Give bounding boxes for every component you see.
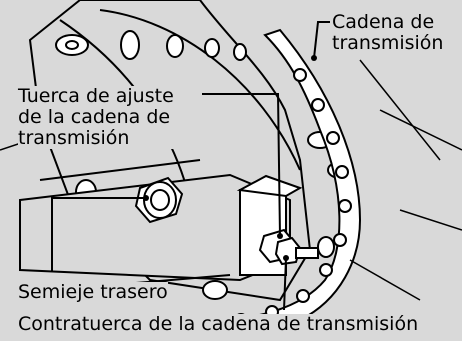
adjusting-nut-label-line-1: Tuerca de ajuste [18,85,174,107]
adjusting-nut-label: Tuerca de ajuste de la cadena de transmi… [18,86,174,149]
adjuster-nuts [258,228,319,266]
leader-lines [51,21,330,311]
rear-axle-label: Semieje trasero [18,281,168,303]
lock-nut-label: Contratuerca de la cadena de transmisión [18,313,419,335]
leader-dots [143,55,317,261]
drive-chain-label-line-2: transmisión [332,32,444,54]
axle-nut [134,176,184,224]
adjusting-nut-label-line-3: transmisión [18,127,130,149]
drive-chain-label-line-1: Cadena de [332,11,435,33]
drive-chain-label: Cadena de transmisión [332,11,444,54]
adjusting-nut-label-line-2: de la cadena de [18,106,171,128]
